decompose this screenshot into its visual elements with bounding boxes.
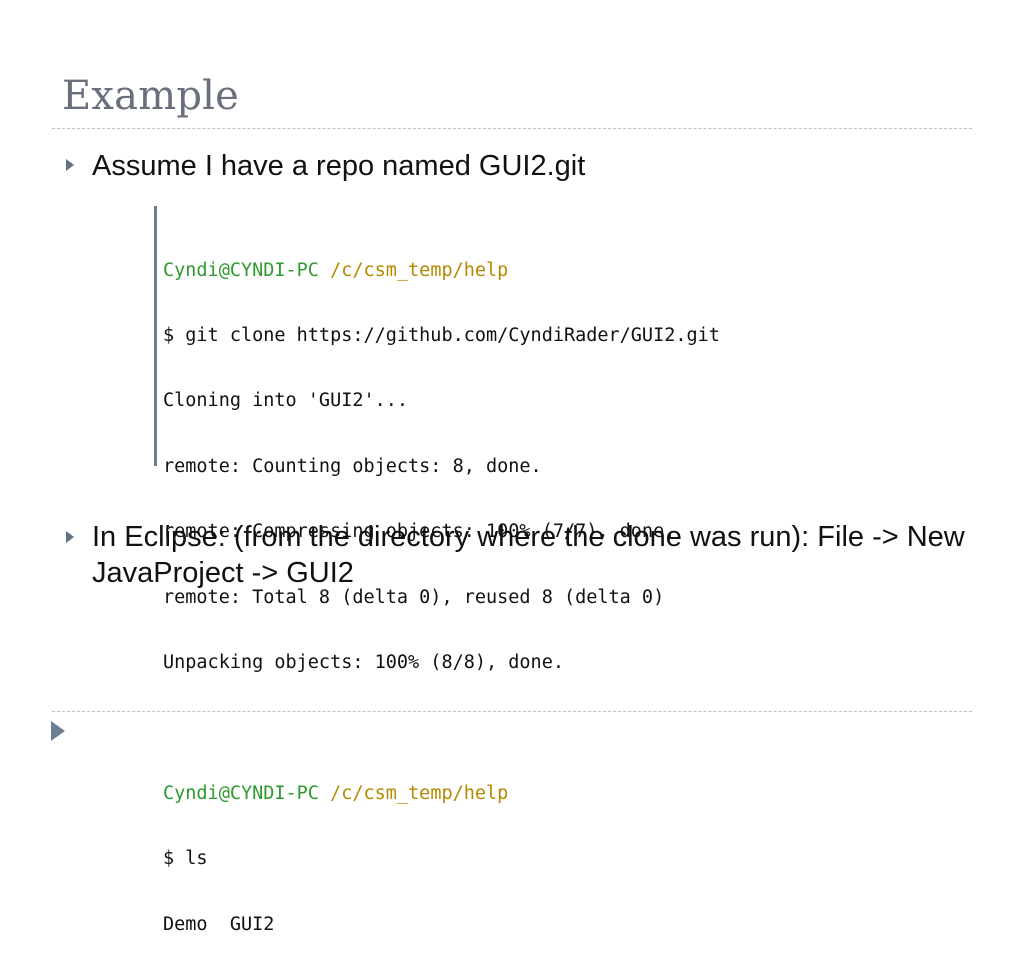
footer-divider <box>52 711 972 712</box>
terminal-output-line: remote: Counting objects: 8, done. <box>163 455 542 477</box>
bullet-triangle-icon <box>66 531 74 543</box>
terminal-blank-line <box>163 717 794 739</box>
bullet-triangle-icon <box>66 159 74 171</box>
terminal-prompt-line-2: Cyndi@CYNDI-PC /c/csm_temp/help <box>163 783 794 805</box>
title-divider <box>52 128 972 129</box>
terminal-prompt-user: Cyndi@CYNDI-PC <box>163 782 319 804</box>
terminal-output-line: Unpacking objects: 100% (8/8), done. <box>163 651 564 673</box>
terminal-prompt-path: /c/csm_temp/help <box>330 259 509 281</box>
terminal-screenshot: Cyndi@CYNDI-PC /c/csm_temp/help $ git cl… <box>154 206 794 935</box>
terminal-prompt-path: /c/csm_temp/help <box>330 782 509 804</box>
play-triangle-icon[interactable] <box>51 721 65 741</box>
terminal-output-line: remote: Compressing objects: 100% (7/7),… <box>163 521 676 543</box>
bullet-text-1: Assume I have a repo named GUI2.git <box>92 150 586 182</box>
terminal-command-ls: $ ls <box>163 848 208 870</box>
terminal-output-line: Demo GUI2 <box>163 913 275 935</box>
terminal-output-line: Cloning into 'GUI2'... <box>163 390 409 412</box>
terminal-output-line: remote: Total 8 (delta 0), reused 8 (del… <box>163 586 665 608</box>
bullet-text-2: In Eclipse: (from the directory where th… <box>92 521 965 589</box>
terminal-command-git-clone: $ git clone https://github.com/CyndiRade… <box>163 324 720 346</box>
slide-title: Example <box>62 73 240 119</box>
terminal-prompt-line-1: Cyndi@CYNDI-PC /c/csm_temp/help <box>163 260 794 282</box>
terminal-prompt-user: Cyndi@CYNDI-PC <box>163 259 319 281</box>
